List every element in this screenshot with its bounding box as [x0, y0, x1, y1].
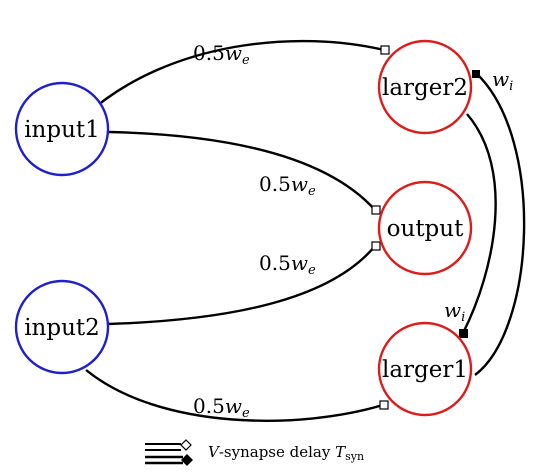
node-output-label: output	[387, 216, 464, 242]
edges	[85, 39, 526, 422]
node-input2-label: input2	[24, 315, 100, 341]
open-diamond-terminal-icon	[371, 205, 381, 215]
node-larger1-label: larger1	[382, 357, 468, 383]
node-input1-label: input1	[24, 117, 100, 143]
excitatory-terminals	[371, 45, 390, 410]
legend: V-synapse delay Tsyn	[145, 439, 364, 466]
edge-label-input1-larger2: 0.5we	[193, 41, 250, 68]
legend-label: V-synapse delay Tsyn	[208, 443, 364, 463]
edge-input1-output	[108, 130, 376, 211]
edge-label-input1-output: 0.5we	[259, 172, 316, 199]
filled-diamond-terminal-icon	[459, 329, 468, 338]
edge-label-larger1-larger2: wi	[492, 67, 513, 94]
filled-diamond-terminal-icon	[472, 70, 480, 78]
open-diamond-terminal-icon	[371, 241, 381, 251]
node-larger2-label: larger2	[382, 75, 468, 101]
node-larger1: larger1	[377, 321, 473, 417]
filled-diamond-legend-icon	[181, 454, 193, 466]
node-input1: input1	[14, 81, 110, 177]
edge-input2-output	[108, 245, 376, 326]
edge-larger1-larger2	[474, 73, 526, 376]
legend-symbol-icon	[145, 439, 193, 466]
edge-input2-larger1	[85, 369, 384, 422]
open-diamond-terminal-icon	[379, 400, 389, 410]
node-input2: input2	[14, 279, 110, 375]
inhibitory-terminals	[459, 70, 480, 338]
edge-label-input2-larger1: 0.5we	[193, 394, 250, 421]
edge-label-larger2-larger1: wi	[444, 298, 465, 325]
edge-input1-larger2	[85, 39, 385, 116]
node-larger2: larger2	[377, 39, 473, 135]
open-diamond-terminal-icon	[380, 45, 390, 55]
open-diamond-legend-icon	[180, 439, 192, 451]
edge-label-input2-output: 0.5we	[259, 251, 316, 278]
edge-larger2-larger1	[461, 113, 497, 334]
node-output: output	[377, 180, 473, 276]
